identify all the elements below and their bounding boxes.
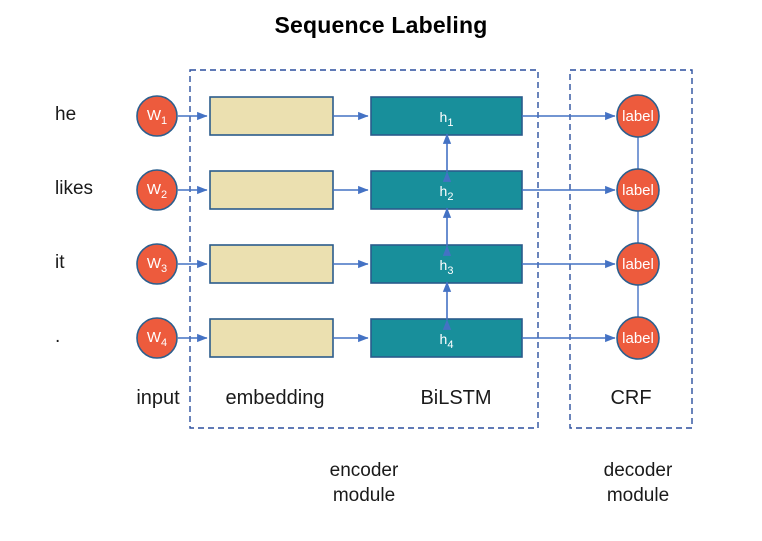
- encoder-module-boundary: [189, 69, 539, 429]
- token-node-1: [136, 95, 178, 137]
- decoder-caption-line2: module: [606, 485, 670, 506]
- bilstm-box-3: [370, 244, 523, 284]
- encoder-caption-line1: encoder: [329, 460, 399, 481]
- label-node-4: [616, 316, 660, 360]
- encoder-caption-line2: module: [332, 485, 396, 506]
- input-word-2: likes: [55, 178, 94, 199]
- bilstm-box-4: [370, 318, 523, 358]
- embedding-box-4: [209, 318, 334, 358]
- caption-embedding: embedding: [225, 387, 325, 409]
- label-node-1: [616, 94, 660, 138]
- token-node-2: [136, 169, 178, 211]
- label-node-3: [616, 242, 660, 286]
- caption-input: input: [136, 387, 180, 409]
- caption-encoder-module: encoder module: [284, 458, 444, 508]
- decoder-module-boundary: [569, 69, 693, 429]
- bilstm-box-2: [370, 170, 523, 210]
- label-node-2: [616, 168, 660, 212]
- page-title: Sequence Labeling: [274, 12, 488, 38]
- token-node-3: [136, 243, 178, 285]
- token-node-4: [136, 317, 178, 359]
- embedding-box-3: [209, 244, 334, 284]
- caption-decoder-module: decoder module: [558, 458, 718, 508]
- caption-crf: CRF: [610, 387, 652, 409]
- input-word-3: it: [55, 252, 65, 273]
- embedding-box-1: [209, 96, 334, 136]
- input-word-1: he: [55, 104, 77, 125]
- embedding-box-2: [209, 170, 334, 210]
- input-word-4: .: [55, 326, 61, 347]
- bilstm-box-1: [370, 96, 523, 136]
- caption-bilstm: BiLSTM: [420, 387, 492, 409]
- decoder-caption-line1: decoder: [603, 460, 673, 481]
